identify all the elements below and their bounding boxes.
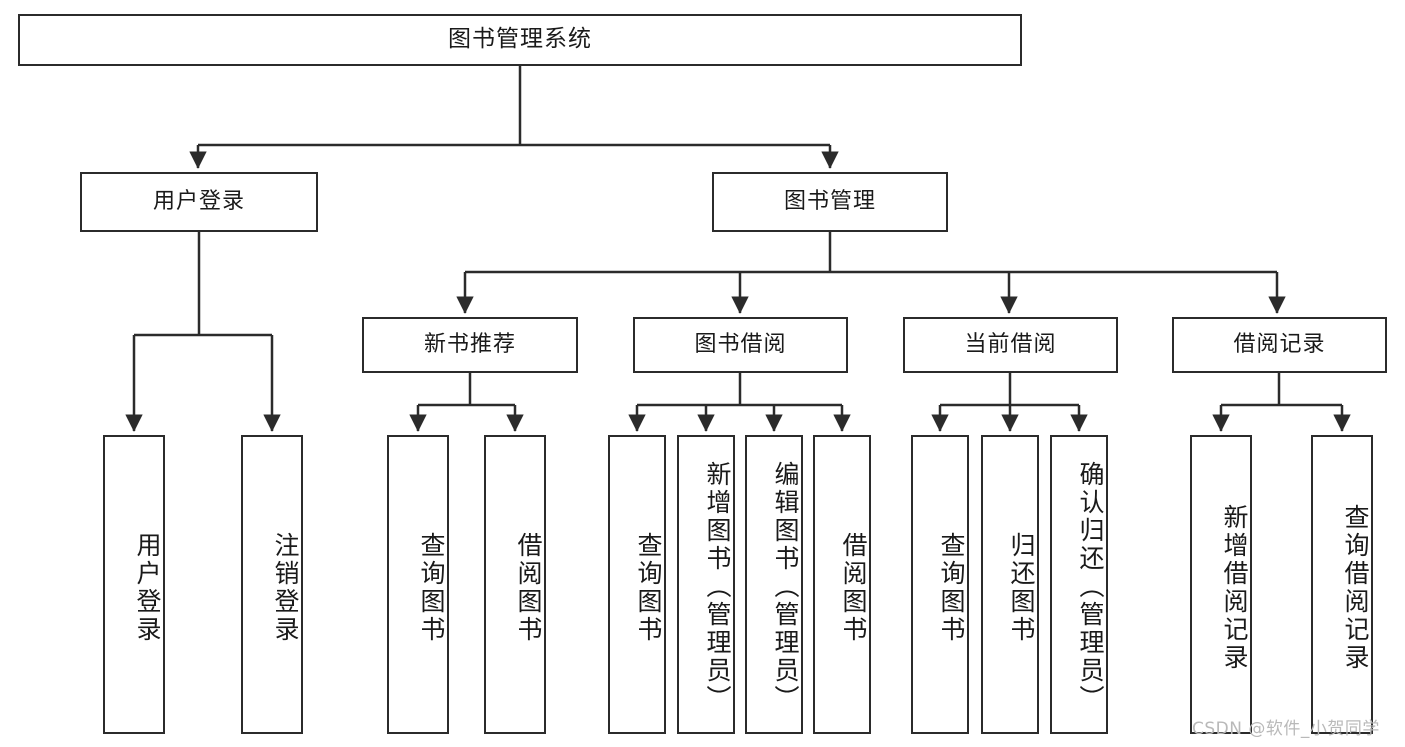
node-leaf-borrow-book-2-label: 借阅图书 [839, 531, 868, 644]
node-leaf-query-borrow-record[interactable]: 查询借阅记录 [1311, 435, 1373, 734]
node-leaf-query-book-2[interactable]: 查询图书 [608, 435, 666, 734]
node-leaf-confirm-return-admin-label: 确认归还（管理员） [1076, 460, 1105, 713]
node-leaf-user-login-label: 用户登录 [133, 531, 162, 644]
node-borrow-record-label: 借阅记录 [1233, 331, 1326, 357]
node-leaf-query-book-1-label: 查询图书 [417, 531, 446, 644]
node-leaf-add-book-admin[interactable]: 新增图书（管理员） [677, 435, 735, 734]
node-leaf-return-book-label: 归还图书 [1007, 531, 1036, 644]
node-leaf-add-borrow-record[interactable]: 新增借阅记录 [1190, 435, 1252, 734]
node-leaf-query-book-3[interactable]: 查询图书 [911, 435, 969, 734]
node-new-book-recommend-label: 新书推荐 [423, 331, 516, 357]
node-current-borrow[interactable]: 当前借阅 [903, 317, 1118, 373]
node-leaf-edit-book-admin-label: 编辑图书（管理员） [771, 460, 800, 713]
node-root-label: 图书管理系统 [448, 26, 592, 53]
node-leaf-confirm-return-admin[interactable]: 确认归还（管理员） [1050, 435, 1108, 734]
node-leaf-user-login[interactable]: 用户登录 [103, 435, 165, 734]
node-leaf-query-book-2-label: 查询图书 [634, 531, 663, 644]
node-borrow-record[interactable]: 借阅记录 [1172, 317, 1387, 373]
node-new-book-recommend[interactable]: 新书推荐 [362, 317, 578, 373]
node-leaf-borrow-book-1-label: 借阅图书 [514, 531, 543, 644]
node-leaf-return-book[interactable]: 归还图书 [981, 435, 1039, 734]
node-root[interactable]: 图书管理系统 [18, 14, 1022, 66]
node-leaf-logout-login-label: 注销登录 [271, 531, 300, 644]
node-leaf-add-book-admin-label: 新增图书（管理员） [703, 460, 732, 713]
node-user-login[interactable]: 用户登录 [80, 172, 318, 232]
node-leaf-borrow-book-2[interactable]: 借阅图书 [813, 435, 871, 734]
node-book-manage[interactable]: 图书管理 [712, 172, 948, 232]
node-leaf-borrow-book-1[interactable]: 借阅图书 [484, 435, 546, 734]
csdn-watermark: CSDN @软件_小贺同学 [1192, 719, 1380, 739]
node-leaf-query-book-1[interactable]: 查询图书 [387, 435, 449, 734]
node-book-borrow-label: 图书借阅 [694, 331, 787, 357]
node-leaf-add-borrow-record-label: 新增借阅记录 [1220, 503, 1249, 672]
node-book-manage-label: 图书管理 [783, 188, 876, 214]
node-leaf-query-book-3-label: 查询图书 [937, 531, 966, 644]
node-book-borrow[interactable]: 图书借阅 [633, 317, 848, 373]
node-user-login-label: 用户登录 [152, 188, 245, 214]
node-leaf-query-borrow-record-label: 查询借阅记录 [1341, 503, 1370, 672]
node-current-borrow-label: 当前借阅 [964, 331, 1057, 357]
node-leaf-edit-book-admin[interactable]: 编辑图书（管理员） [745, 435, 803, 734]
node-leaf-logout-login[interactable]: 注销登录 [241, 435, 303, 734]
